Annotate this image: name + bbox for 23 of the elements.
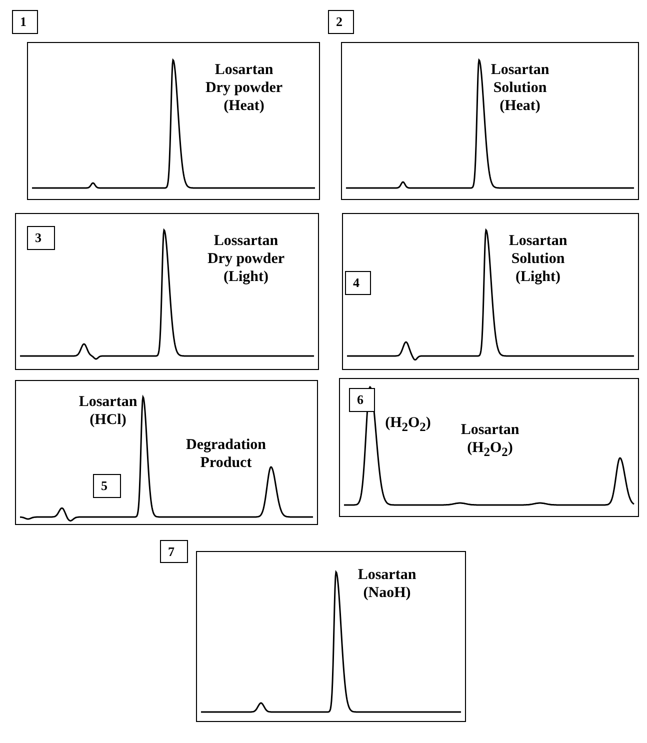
chromatogram-panel <box>27 42 320 200</box>
peak-label: Lossartan Dry powder (Light) <box>206 232 286 286</box>
panel-number: 6 <box>349 388 375 412</box>
peak-label: Losartan Solution (Heat) <box>490 61 550 115</box>
chromatogram-panel <box>196 551 466 722</box>
peak-label: Losartan Dry powder (Heat) <box>204 61 284 115</box>
chromatogram-panel <box>342 213 639 370</box>
peak-label: Losartan (H$_{2}$O$_{2}$) <box>460 421 520 461</box>
chromatogram-panel <box>341 42 639 200</box>
peak-label: Losartan (HCl) <box>78 393 138 429</box>
peak-label: Losartan Solution (Light) <box>508 232 568 286</box>
peak-label: (H$_{2}$O$_{2}$) <box>384 414 432 436</box>
panel-number: 3 <box>27 226 55 250</box>
peak-label: Degradation Product <box>185 436 267 472</box>
chromatogram-panel <box>339 378 639 517</box>
chromatogram-panel <box>15 380 318 525</box>
panel-number: 2 <box>328 10 354 34</box>
peak-label: Losartan (NaoH) <box>356 566 418 602</box>
chromatogram-panel <box>15 213 319 370</box>
panel-number: 1 <box>12 10 38 34</box>
panel-number: 4 <box>345 271 371 295</box>
panel-number: 7 <box>160 540 188 563</box>
panel-number: 5 <box>93 474 121 498</box>
